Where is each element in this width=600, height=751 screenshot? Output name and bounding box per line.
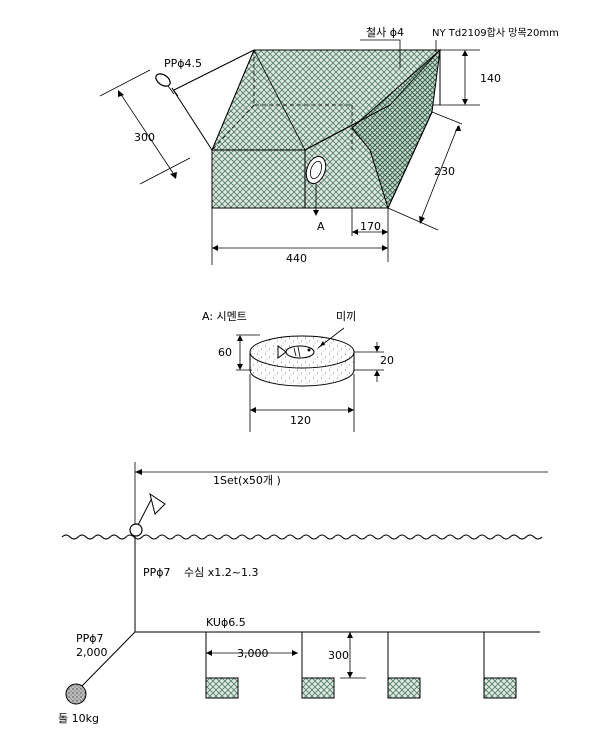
dim-170: 170 [360,220,381,233]
cement-title: A: 시멘트 [202,310,247,323]
depth-label: 수심 x1.2~1.3 [184,566,258,579]
trap-unit [387,677,421,699]
anchor-stone [65,683,87,705]
point-a-label: A [317,220,325,233]
spacing-label: 3,000 [237,647,269,660]
anchor-rope-label: PPϕ7 [76,632,104,645]
dim-230: 230 [434,165,455,178]
bait-label: 미끼 [336,310,356,323]
buoy-flag-icon [129,492,166,537]
dim-300: 300 [134,131,155,144]
rope-loop [155,73,171,87]
buoy-rope-label: PPϕ7 [143,566,171,579]
water-surface [61,534,543,540]
rope-label: PPϕ4.5 [164,57,202,70]
drop-length-label: 300 [328,649,349,662]
dim-120: 120 [290,414,311,427]
frame-wire-label: 철사 ϕ4 [366,26,404,39]
dim-140: 140 [480,72,501,85]
anchor-label: 돌 10kg [58,712,99,725]
anchor-rope-length: 2,000 [76,646,108,659]
dim-440: 440 [286,252,307,265]
trap-front-face [211,149,306,209]
trap-drawing: PPϕ4.5 철사 ϕ4 NY Td2109합사 망목20mm 300 140 … [99,26,559,265]
trap-unit [301,677,335,699]
net-material-label: NY Td2109합사 망목20mm [432,27,559,39]
trap-unit [483,677,517,699]
main-line-label: KUϕ6.5 [206,616,246,629]
dim-20: 20 [380,354,394,367]
fish-bait-icon [277,345,315,359]
longline-drawing: 1Set(x50개 ) PPϕ7 수심 x1.2~1.3 PPϕ7 2,000 … [58,462,548,725]
cement-drawing: A: 시멘트 미끼 60 20 120 [202,310,394,432]
dim-60: 60 [218,346,232,359]
set-label: 1Set(x50개 ) [213,474,281,487]
trap-unit [205,677,239,699]
